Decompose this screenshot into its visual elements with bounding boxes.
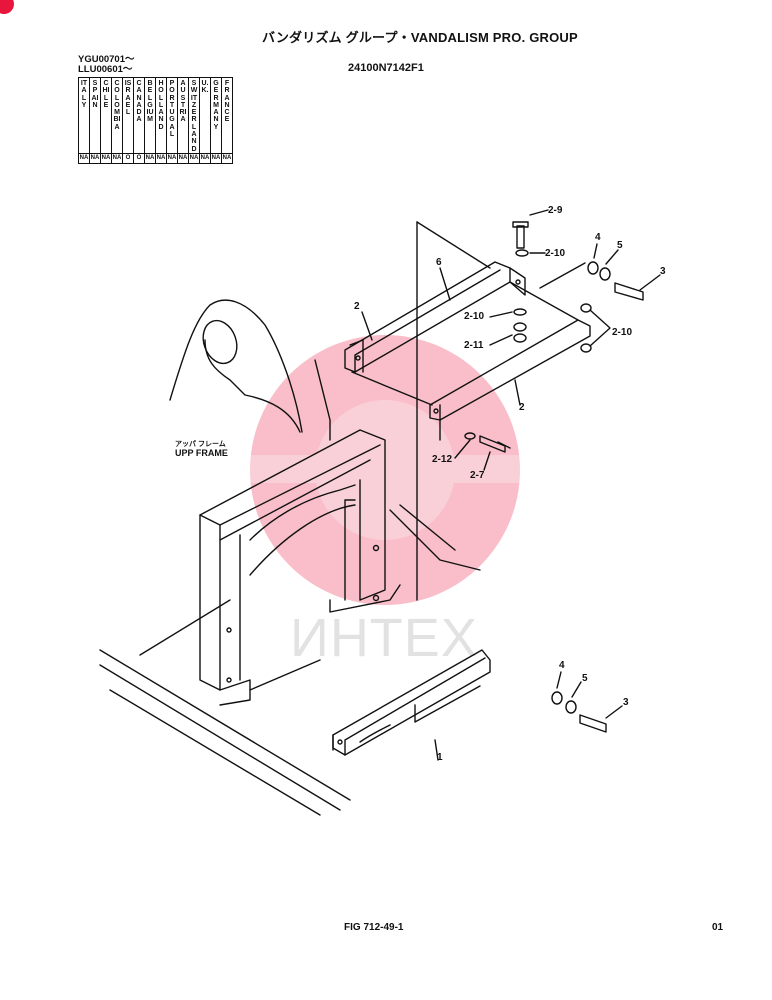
country-code: NA: [221, 152, 233, 164]
page-title: バンダリズム グループ・VANDALISM PRO. GROUP: [262, 30, 578, 45]
corner-mark: [0, 0, 14, 14]
country-name: SPAIN: [91, 80, 99, 109]
country-name: FRANCE: [224, 80, 230, 124]
country-name-cell: COLOMBIA: [111, 77, 123, 154]
callout-2-7: 2-7: [470, 470, 485, 481]
callout-4-top: 4: [595, 232, 601, 243]
country-name-cell: SWITZERLAND: [188, 77, 200, 154]
watermark-text: ИНТЕХ: [290, 608, 478, 668]
country-name-cell: SPAIN: [89, 77, 101, 154]
callout-6: 6: [436, 257, 442, 268]
callout-2-upper: 2: [354, 301, 360, 312]
callout-5-top: 5: [617, 240, 623, 251]
country-name-cell: BELGIUM: [144, 77, 156, 154]
serial-range-2: LLU00601～: [78, 64, 133, 75]
country-name-cell: CANADA: [133, 77, 145, 154]
figure-number: FIG 712-49-1: [344, 922, 404, 933]
country-name: HOLLAND: [158, 80, 164, 131]
country-name: GERMANY: [213, 80, 219, 131]
callout-1: 1: [437, 752, 443, 763]
country-name: PORTUGAL: [169, 80, 175, 139]
country-name: SWITZERLAND: [190, 80, 198, 153]
country-name: COLOMBIA: [113, 80, 121, 131]
callout-2-10-mid: 2-10: [464, 311, 485, 322]
callout-2-12: 2-12: [432, 454, 453, 465]
frame-label-jp: アッパ フレーム: [175, 441, 226, 448]
country-name: CHILE: [102, 80, 110, 109]
frame-label-en: UPP FRAME: [175, 448, 228, 458]
callout-3-bottom: 3: [623, 697, 629, 708]
country-name-cell: FRANCE: [221, 77, 233, 154]
country-name: AUSTRIA: [179, 80, 187, 124]
callout-5-bottom: 5: [582, 673, 588, 684]
callout-4-bottom: 4: [559, 660, 565, 671]
callout-3-top: 3: [660, 266, 666, 277]
country-name: CANADA: [136, 80, 142, 124]
callout-2-9: 2-9: [548, 205, 563, 216]
page-number: 01: [712, 922, 724, 933]
country-name: BELGIUM: [146, 80, 154, 124]
country-name: ITALY: [80, 80, 88, 109]
callout-2-lower: 2: [519, 402, 525, 413]
serial-range-1: YGU00701～: [78, 54, 135, 65]
callout-2-10-top: 2-10: [545, 248, 566, 259]
callout-2-11: 2-11: [464, 340, 484, 351]
drawing-number: 24100N7142F1: [348, 62, 424, 74]
country-name: ISRAEL: [124, 80, 132, 117]
country-name: U.K.: [201, 80, 209, 95]
callout-2-10-right: 2-10: [612, 327, 633, 338]
